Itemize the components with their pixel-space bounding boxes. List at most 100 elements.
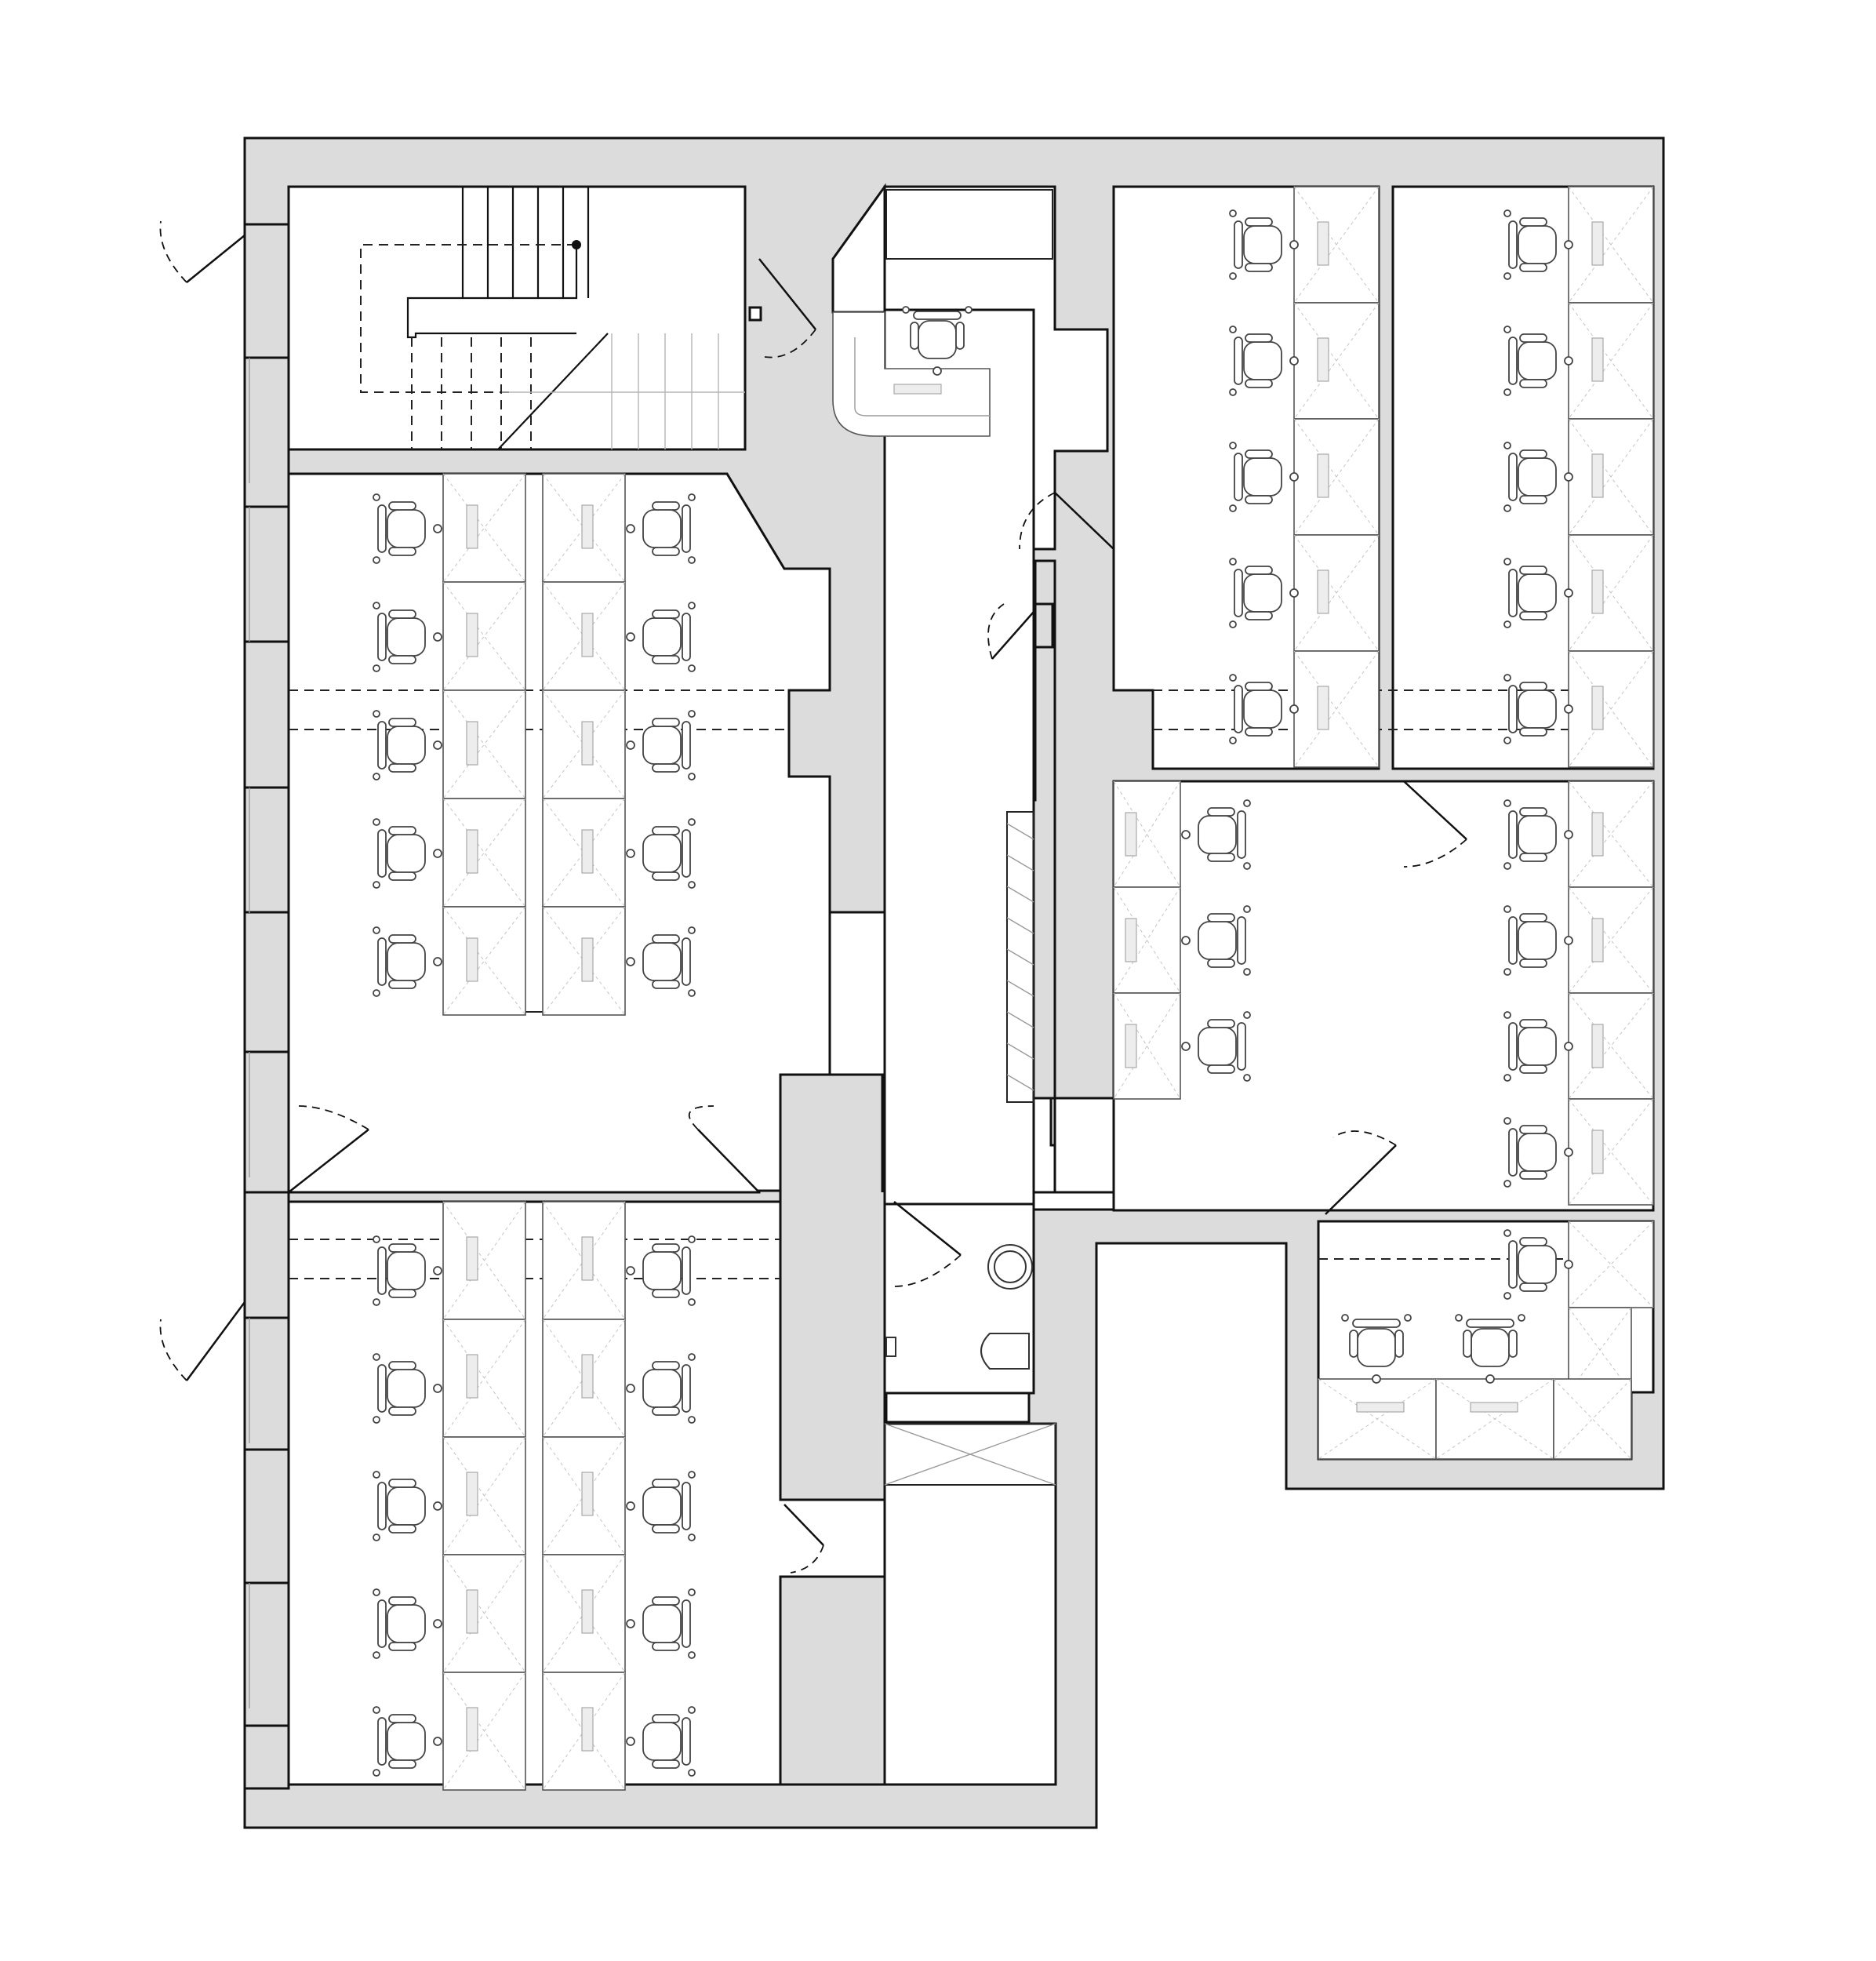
stair-line-above [360,244,576,393]
chair-back [1237,1022,1246,1071]
chair-seat [918,320,957,359]
chair-caster [688,1471,696,1479]
chair-caster [373,1471,380,1479]
chair-back [1234,220,1243,269]
chair-arm [1519,1237,1547,1246]
wc-pipe [885,1337,896,1357]
keyboard-icon [581,1354,594,1399]
chair-caster [373,710,380,718]
chair-back [682,1482,691,1530]
office-chair-icon [373,1471,442,1541]
chair-back [682,1364,691,1413]
chair-arm [1207,853,1235,862]
chair-back [682,937,691,986]
chair-caster [1289,472,1299,482]
chair-caster [1485,1374,1495,1384]
chair-arm [388,1243,416,1253]
stair-rail [406,245,578,339]
door-leaf [1403,780,1467,840]
door-swing-icon [159,1301,246,1381]
office-chair-icon [373,1588,442,1659]
chair-caster [1455,1314,1463,1322]
chair-arm [652,1759,680,1769]
keyboard-icon [581,1707,594,1752]
chair-seat [1243,225,1282,264]
keyboard-icon [1591,686,1604,730]
desk-cross [442,473,526,583]
chair-caster [373,1706,380,1714]
chair-caster [1181,830,1191,839]
office-chair-icon [1503,442,1573,512]
desk-cross [542,581,626,691]
chair-back [1508,810,1518,859]
chair-seat [642,1486,682,1526]
chair-arm [1519,379,1547,388]
door-swing-icon [1403,780,1467,868]
reception-desk-edge [854,337,990,417]
chair-arm [1207,1019,1235,1028]
chair-caster [933,366,942,376]
office-chair-icon [1503,1117,1573,1188]
desk-cross [442,473,526,583]
door-arc [297,1105,369,1130]
chair-caster [373,773,380,780]
desk-icon [1293,650,1380,768]
keyboard-icon [581,613,594,657]
chair-caster [1503,326,1511,333]
chair-back [1234,685,1243,733]
window-pier [243,356,290,508]
chair-caster [373,1353,380,1361]
toilet-icon [980,1333,1030,1370]
chair-seat [1518,1133,1557,1172]
chair-back [1234,569,1243,617]
chair-arm [1519,1064,1547,1074]
desk-icon [1435,1378,1554,1460]
desk-top [1113,992,1181,1100]
keyboard-icon [1591,569,1604,614]
chair-back [682,829,691,878]
chair-back [377,1717,387,1766]
keyboard-icon [581,721,594,766]
corridor-opening [828,911,886,1076]
desk-icon [1568,886,1654,994]
chair-arm [1519,449,1547,459]
chair-caster [1503,862,1511,870]
architectural-details [249,187,1653,1708]
chair-arm [1245,449,1273,459]
desk-cross [1568,780,1654,888]
chair-caster [433,1266,442,1275]
keyboard-icon [1591,812,1604,857]
chair-caster [902,306,910,314]
desk-cross [1568,780,1654,888]
chair-caster [688,1353,696,1361]
chair-arm [388,934,416,944]
chair-caster [1503,905,1511,913]
chair-arm [1245,495,1273,504]
chair-back [1234,337,1243,385]
chair-caster [626,1737,635,1746]
chair-arm [652,826,680,835]
office-chair-icon [373,1353,442,1424]
chair-caster [1503,272,1511,280]
chair-arm [652,934,680,944]
chair-caster [1289,356,1299,366]
keyboard-icon [581,1589,594,1634]
chair-caster [1564,1042,1573,1051]
chair-caster [626,1384,635,1393]
desk-cross [1568,1221,1654,1308]
chair-back [682,721,691,769]
chair-seat [642,1251,682,1290]
chair-caster [1341,1314,1349,1322]
desk-cross [1113,886,1181,994]
chair-caster [433,740,442,750]
chair-caster [373,1534,380,1541]
chair-back [1508,685,1518,733]
office-chair-icon [626,1353,696,1424]
office-chair-icon [626,493,696,564]
chair-arm [652,1406,680,1416]
chair-arm [1245,217,1273,227]
shaft [1006,811,1034,1103]
chair-arm [388,655,416,664]
chair-caster [373,664,380,672]
